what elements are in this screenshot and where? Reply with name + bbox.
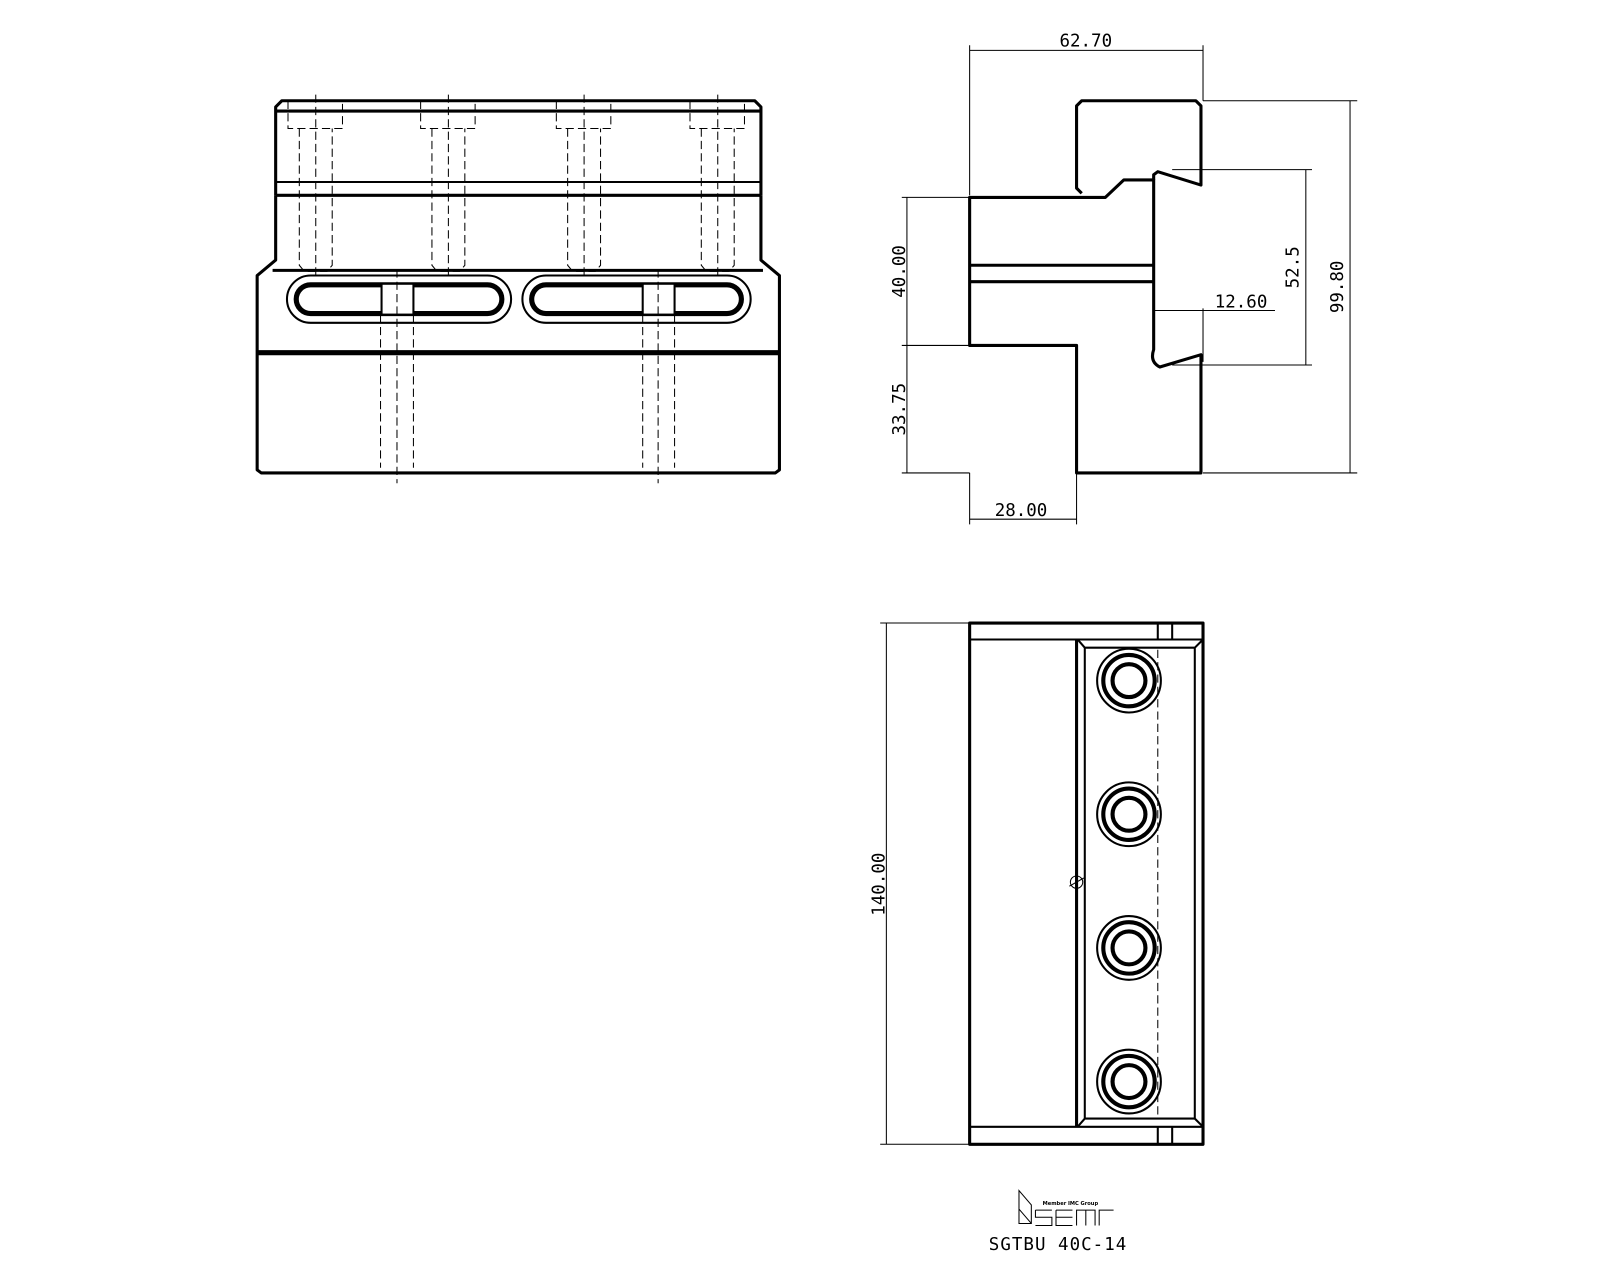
hidden-screws [287, 94, 745, 484]
side-view [968, 99, 1203, 475]
dim-upper-height: 40.00 [890, 245, 910, 298]
logo-tagline: Member IMC Group [1043, 1201, 1099, 1207]
dim-overall-height: 99.80 [1328, 261, 1348, 314]
slot-right [521, 274, 752, 324]
part-number: SGTBU 40C-14 [989, 1235, 1128, 1255]
dim-overall-width: 62.70 [1060, 31, 1113, 51]
iscar-logo: Member IMC Group [1018, 1189, 1114, 1227]
center-mark-icon [1069, 875, 1085, 889]
top-view [968, 621, 1205, 1146]
dim-base-width: 28.00 [995, 501, 1048, 521]
dim-length: 140.00 [869, 853, 889, 916]
dimensions: 62.70 99.80 52.5 12.60 40.00 33.75 28.00… [869, 31, 1358, 1145]
dim-jaw-depth: 12.60 [1215, 292, 1268, 312]
counterbore-holes [1097, 647, 1161, 1114]
dim-lower-height: 33.75 [890, 383, 910, 436]
slot-left [285, 274, 513, 324]
dim-clamp-opening: 52.5 [1284, 246, 1304, 288]
front-view [255, 94, 781, 484]
